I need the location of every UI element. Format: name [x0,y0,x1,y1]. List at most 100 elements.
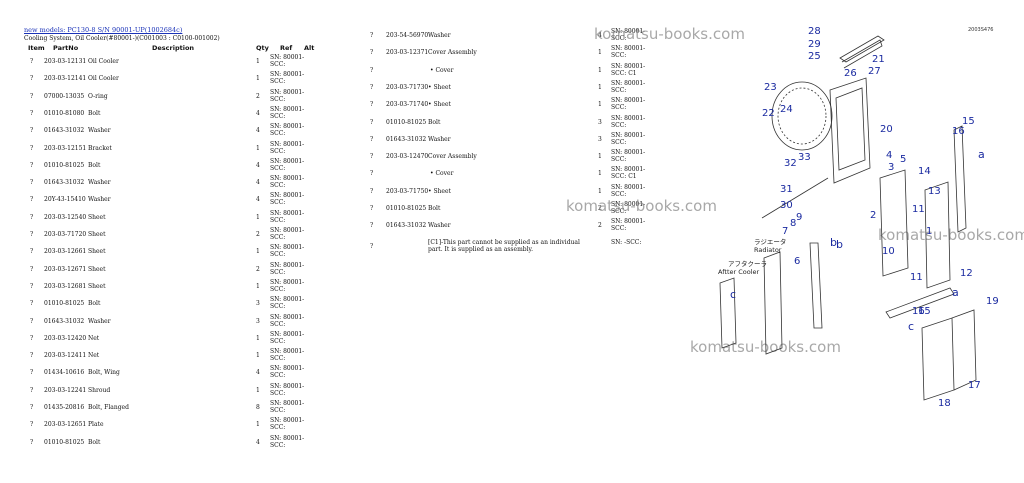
row-serial: SN: 80001-SCC: [611,149,646,163]
row-item: ? [370,170,374,177]
row-partno[interactable]: 01010-81080 [44,110,85,117]
label-aftercooler: Aftter Cooler [718,268,760,276]
row-description: Sheet [88,231,106,238]
row-description: • Sheet [428,84,451,91]
row-partno[interactable]: 01643-31032 [44,179,85,186]
row-serial: SN: 80001-SCC: [270,89,305,103]
row-item: ? [370,205,374,212]
row-description: • Cover [430,67,454,74]
row-description: Cover Assembly [428,153,477,160]
row-partno[interactable]: 203-03-12371 [386,49,429,56]
row-description: Sheet [88,248,106,255]
row-partno[interactable]: 01010-81025 [386,119,427,126]
row-description: Washer [88,127,111,134]
column-header-desc: Description [152,44,195,52]
row-serial: SN: 80001-SCC: [270,417,305,431]
row-item: ? [370,243,374,250]
row-item: ? [30,335,34,342]
callout-label: 5 [900,154,906,165]
label-aftercooler-jp: アフタクーラ [728,259,767,268]
row-qty: 3 [256,318,260,325]
callout-label: 8 [790,218,796,229]
row-partno[interactable]: 203-03-71730 [386,84,429,91]
row-partno[interactable]: 01643-31032 [44,318,85,325]
row-qty: 2 [598,222,602,229]
callout-label: 30 [780,200,793,211]
row-description: Net [88,335,100,342]
callout-label: 11 [910,272,923,283]
row-partno[interactable]: 01643-31032 [44,127,85,134]
row-partno[interactable]: 203-03-12651 [44,421,87,428]
row-qty: 3 [598,136,602,143]
row-description: O-ring [88,93,108,100]
row-serial: SN: 80001-SCC: [270,175,305,189]
row-partno[interactable]: 203-03-12151 [44,145,87,152]
section-subtitle: Cooling System, Oil Cooler(#80001-)(C001… [24,35,220,42]
row-serial: SN: 80001-SCC: [611,80,646,94]
row-item: ? [30,196,34,203]
row-partno[interactable]: 203-03-12661 [44,248,87,255]
row-partno[interactable]: 203-03-12141 [44,75,87,82]
row-qty: 2 [598,205,602,212]
row-qty: 1 [598,188,602,195]
row-partno[interactable]: 203-03-71740 [386,101,429,108]
row-description: Bolt, Flanged [88,404,129,411]
row-item: ? [370,188,374,195]
row-partno[interactable]: 203-03-71750 [386,188,429,195]
row-qty: 4 [256,196,260,203]
row-partno[interactable]: 01010-81025 [44,439,85,446]
row-partno[interactable]: 20Y-43-15410 [44,196,86,203]
row-item: ? [30,421,34,428]
row-partno[interactable]: 203-03-71720 [44,231,87,238]
row-partno[interactable]: 01643-31032 [386,136,427,143]
row-serial: SN: 80001-SCC: C1 [611,63,646,77]
row-partno[interactable]: 203-03-12411 [44,352,87,359]
row-partno[interactable]: 203-54-56970 [386,32,429,39]
row-serial: SN: 80001-SCC: [270,383,305,397]
row-partno[interactable]: 203-03-12671 [44,266,87,273]
row-qty: 8 [256,404,260,411]
row-partno[interactable]: 203-03-12131 [44,58,87,65]
row-serial: SN: 80001-SCC: [270,331,305,345]
oil-cooler-shape [924,181,951,289]
row-partno[interactable]: 203-03-12540 [44,214,87,221]
label-radiator-jp: ラジエータ [754,237,786,246]
row-partno[interactable]: 203-03-12470 [386,153,429,160]
plate-shape [809,242,823,329]
callout-label: c [730,288,736,301]
row-partno[interactable]: 07000-13035 [44,93,85,100]
row-serial: SN: 80001-SCC: [270,141,305,155]
row-partno[interactable]: 01643-31032 [386,222,427,229]
row-qty: 3 [256,300,260,307]
column-header-ref: Ref [280,44,293,52]
exploded-parts-diagram: 2003S476 Aftter Cooler アフタクーラ Radiator ラ… [718,26,999,409]
aftercooler-side-shape [719,277,737,349]
callout-label: 27 [868,66,881,77]
row-serial: SN: 80001-SCC: [270,227,305,241]
row-partno[interactable]: 01010-81025 [44,300,85,307]
row-partno[interactable]: 01434-10616 [44,369,85,376]
model-link[interactable]: new models: PC130-8 S/N 90001-UP(1002684… [24,26,183,34]
callout-label: 11 [912,204,925,215]
row-partno[interactable]: 01010-81025 [44,162,85,169]
row-qty: 1 [256,352,260,359]
callout-label: 1 [926,226,932,237]
row-qty: 1 [256,145,260,152]
row-qty: 4 [256,179,260,186]
row-serial: SN: 80001-SCC: C1 [611,166,646,180]
row-serial: SN: 80001-SCC: [611,132,646,146]
row-qty: 1 [256,335,260,342]
row-note: [C1]-This part cannot be supplied as an … [428,239,580,253]
row-partno[interactable]: 203-03-12241 [44,387,87,394]
callout-label: 14 [918,166,931,177]
callout-label: 17 [968,380,981,391]
row-partno[interactable]: 01435-20816 [44,404,85,411]
row-item: ? [30,127,34,134]
row-serial: SN: 80001-SCC: [270,54,305,68]
row-partno[interactable]: 203-03-12420 [44,335,87,342]
row-partno[interactable]: 203-03-12681 [44,283,87,290]
callout-label: 6 [794,256,800,267]
row-partno[interactable]: 01010-81025 [386,205,427,212]
row-description: Sheet [88,214,106,221]
row-item: ? [30,387,34,394]
